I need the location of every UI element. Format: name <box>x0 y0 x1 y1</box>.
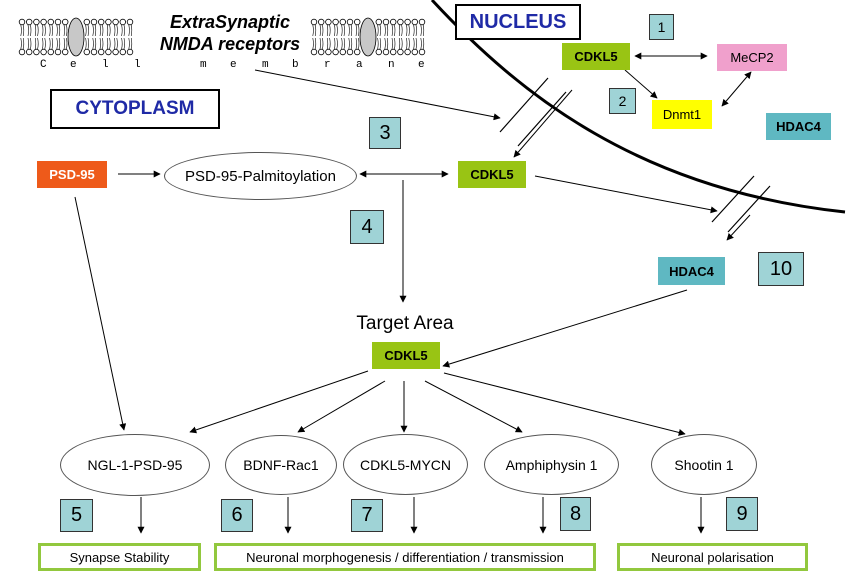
shootin1-node: Shootin 1 <box>651 434 757 495</box>
cdkl5-mycn-node: CDKL5-MYCN <box>343 434 468 495</box>
bdnf-rac1-node: BDNF-Rac1 <box>225 435 337 495</box>
nmda-receptor-shape <box>359 17 377 57</box>
ngl1-psd95-node: NGL-1-PSD-95 <box>60 434 210 496</box>
cdkl5-nucleus-box: CDKL5 <box>562 43 630 70</box>
number-badge-1: 1 <box>649 14 674 40</box>
arrow-mecp2-dnmt1 <box>721 71 752 107</box>
membrane-letter: l <box>102 59 109 71</box>
membrane-letter: e <box>230 59 237 71</box>
membrane-letter: l <box>134 59 141 71</box>
membrane-patch-left <box>18 17 134 57</box>
hdac4-nucleus-box: HDAC4 <box>766 113 831 140</box>
outcome-neuronal-polarisation: Neuronal polarisation <box>617 543 808 571</box>
membrane-letter: e <box>70 59 77 71</box>
outcome-synapse-stability: Synapse Stability <box>38 543 201 571</box>
membrane-letter: b <box>292 59 299 71</box>
membrane-letter: n <box>388 59 395 71</box>
membrane-letter: C <box>40 59 47 71</box>
number-badge-10: 10 <box>758 252 804 286</box>
nmda-receptor-shape <box>67 17 85 57</box>
arrow-hdac4-pore-down <box>726 214 751 241</box>
number-badge-2: 2 <box>609 88 636 114</box>
receptor-title-line1: ExtraSynaptic <box>169 12 291 32</box>
amphiphysin1-node: Amphiphysin 1 <box>484 434 619 495</box>
arrow-target-to-ngl1 <box>189 370 369 434</box>
cdkl5-target-box: CDKL5 <box>372 342 440 369</box>
arrow-psd95-to-ngl1 <box>74 196 127 431</box>
psd95-box: PSD-95 <box>37 161 107 188</box>
number-badge-3: 3 <box>369 117 401 149</box>
target-area-label: Target Area <box>356 313 454 334</box>
arrow-cdkl5-dnmt1 <box>624 69 658 99</box>
arrow-target-to-shootin <box>443 372 686 436</box>
arrow-receptor-to-nucleus <box>254 69 501 121</box>
psd95-palmitoylation-node: PSD-95-Palmitoylation <box>164 152 357 200</box>
dnmt1-box: Dnmt1 <box>652 100 712 129</box>
membrane-patch-right <box>310 17 426 57</box>
receptor-title-line2: NMDA receptors <box>159 34 301 54</box>
number-badge-9: 9 <box>726 497 758 531</box>
receptor-title: ExtraSynaptic NMDA receptors <box>140 11 320 55</box>
arrow-hdac4-to-target <box>442 289 688 368</box>
membrane-letter: m <box>200 59 207 71</box>
nuclear-pore-left <box>499 77 567 147</box>
mecp2-box: MeCP2 <box>717 44 787 71</box>
hdac4-cytoplasm-box: HDAC4 <box>658 257 725 285</box>
nuclear-pore-right <box>711 175 771 233</box>
arrow-target-to-amph <box>424 380 523 433</box>
arrow-target-to-bdnf <box>297 380 386 433</box>
number-badge-6: 6 <box>221 499 253 532</box>
number-badge-4: 4 <box>350 210 384 244</box>
arrow-nucleus-cdkl5-to-cyto <box>513 89 573 158</box>
number-badge-8: 8 <box>560 497 591 531</box>
membrane-letter: r <box>324 59 331 71</box>
outcome-neuronal-morphogenesis: Neuronal morphogenesis / differentiation… <box>214 543 596 571</box>
nucleus-label: NUCLEUS <box>455 4 581 40</box>
arrow-cdkl5-to-hdac4-pore <box>534 175 718 214</box>
membrane-letter: m <box>262 59 269 71</box>
number-badge-5: 5 <box>60 499 93 532</box>
membrane-letter: a <box>356 59 363 71</box>
number-badge-7: 7 <box>351 499 383 532</box>
membrane-letter: e <box>418 59 425 71</box>
cdkl5-cytoplasm-box: CDKL5 <box>458 161 526 188</box>
cytoplasm-label: CYTOPLASM <box>50 89 220 129</box>
